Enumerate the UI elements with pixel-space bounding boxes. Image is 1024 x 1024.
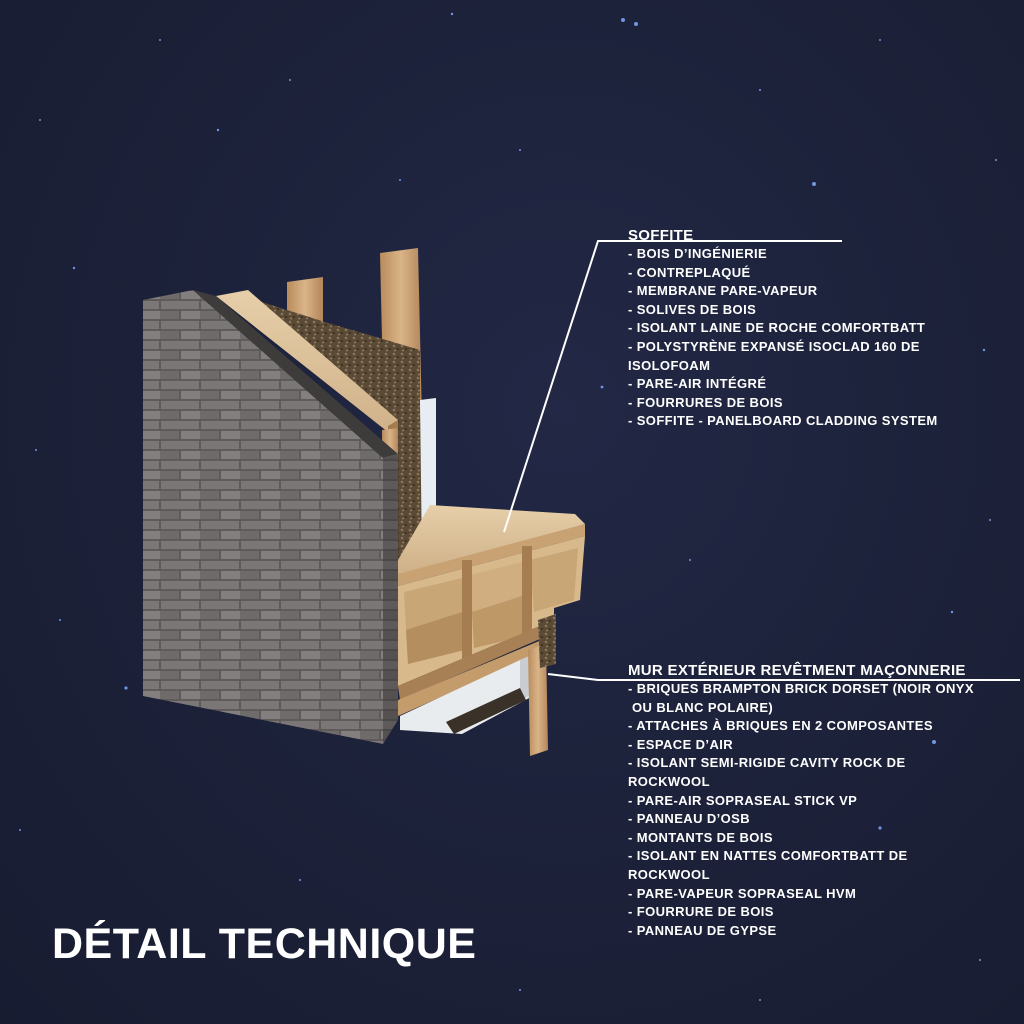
soffite-item: - FOURRURES DE BOIS — [628, 394, 783, 410]
soffite-item: - SOFFITE - PANELBOARD CLADDING SYSTEM — [628, 413, 938, 429]
page-title: DÉTAIL TECHNIQUE — [52, 920, 477, 968]
mur-leader-line — [547, 673, 1020, 681]
soffite-item: - SOLIVES DE BOIS — [628, 301, 757, 317]
mur-item: - PARE-AIR SOPRASEAL STICK VP — [628, 792, 858, 808]
sloped-sheathing — [216, 290, 398, 440]
soffite-item: - PARE-AIR INTÉGRÉ — [628, 376, 767, 392]
soffite-item: - MEMBRANE PARE-VAPEUR — [628, 283, 818, 299]
mur-item: - PANNEAU D’OSB — [628, 811, 751, 827]
soffite-item: - ISOLANT LAINE DE ROCHE COMFORTBATT — [628, 320, 926, 336]
brick-veneer-edge — [383, 454, 398, 744]
bottom-plate — [398, 620, 556, 700]
mur-item: - FOURRURE DE BOIS — [628, 904, 774, 920]
mur-item: ROCKWOOL — [628, 866, 710, 882]
mur-item: - ESPACE D’AIR — [628, 736, 734, 752]
soffite-heading: SOFFITE — [628, 227, 694, 244]
lower-wall-section — [400, 614, 556, 756]
soffite-item: - POLYSTYRÈNE EXPANSÉ ISOCLAD 160 DE — [628, 338, 920, 354]
soffit-plywood-top — [398, 505, 585, 574]
mur-item: - ISOLANT SEMI-RIGIDE CAVITY ROCK DE — [628, 755, 906, 771]
floor-joists — [398, 536, 585, 686]
mur-item: - PARE-VAPEUR SOPRASEAL HVM — [628, 885, 857, 901]
mur-item: - MONTANTS DE BOIS — [628, 829, 773, 845]
mur-item: - ISOLANT EN NATTES COMFORTBATT DE — [628, 848, 908, 864]
mur-item: - PANNEAU DE GYPSE — [628, 922, 777, 938]
brick-veneer-face — [143, 290, 383, 744]
mur-item: - BRIQUES BRAMPTON BRICK DORSET (NOIR ON… — [628, 681, 974, 696]
soffite-item: - BOIS D’INGÉNIERIE — [628, 246, 768, 261]
soffit-plywood-edge — [398, 524, 585, 586]
soffite-item: - CONTREPLAQUÉ — [628, 264, 751, 280]
soffite-label-block: SOFFITE - BOIS D’INGÉNIERIE - CONTREPLAQ… — [628, 227, 938, 431]
mur-item: ROCKWOOL — [628, 773, 710, 789]
mur-heading: MUR EXTÉRIEUR REVÊTMENT MAÇONNERIE — [628, 662, 966, 679]
bottom-plate-lower — [398, 634, 556, 716]
brick-veneer-side — [193, 290, 398, 458]
soffite-leader-line — [503, 240, 842, 533]
mur-item: - ATTACHES À BRIQUES EN 2 COMPOSANTES — [628, 718, 933, 734]
mur-item: OU BLANC POLAIRE) — [628, 699, 774, 715]
soffite-item: ISOLOFOAM — [628, 357, 711, 373]
mur-label-block: MUR EXTÉRIEUR REVÊTMENT MAÇONNERIE - BRI… — [628, 662, 974, 940]
